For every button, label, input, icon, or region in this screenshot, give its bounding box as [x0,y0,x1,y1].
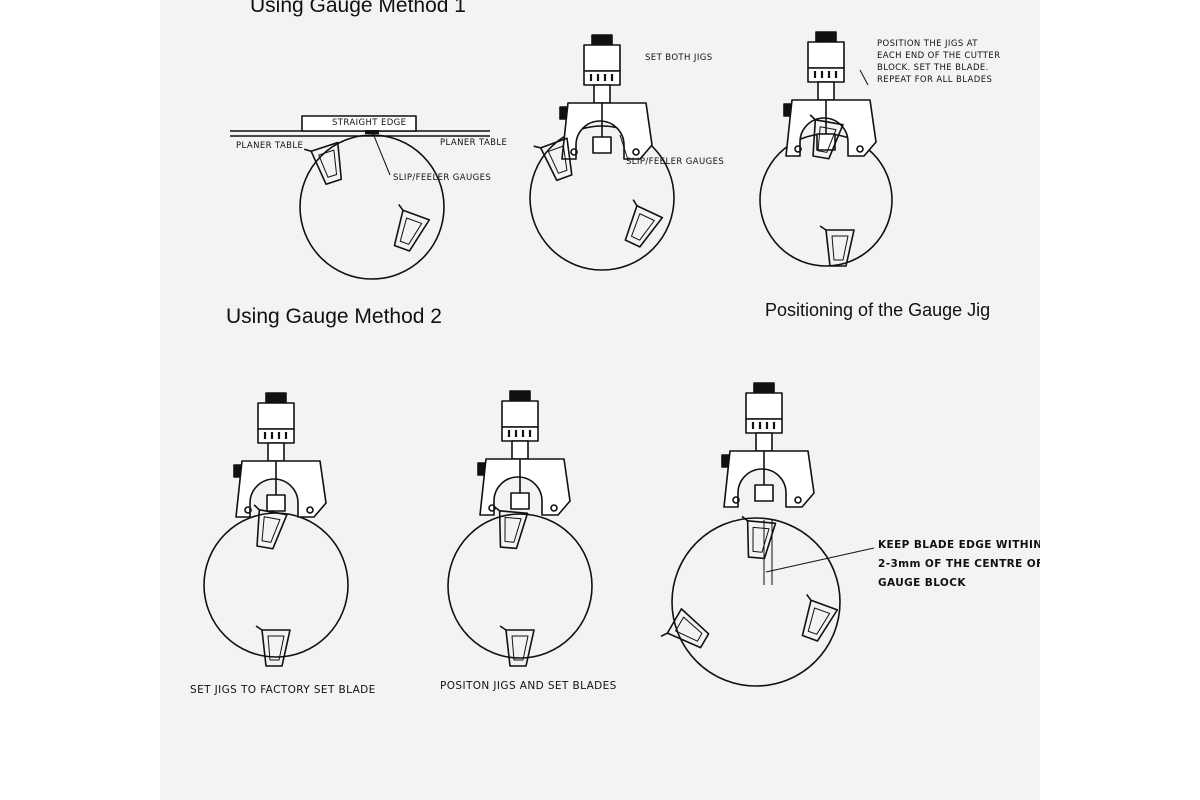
caption-position-set: POSITON JIGS AND SET BLADES [440,680,617,692]
diagram-method1-table [230,115,490,280]
planer-table-right-label: PLANER TABLE [440,138,508,148]
slip-feeler-gauges-label-1: SLIP/FEELER GAUGES [393,173,492,183]
blade-edge-callout: KEEP BLADE EDGE WITHIN 2-3mm OF THE CENT… [878,539,1040,589]
heading-method-1: Using Gauge Method 1 [250,0,466,17]
heading-positioning-gauge-jig: Positioning of the Gauge Jig [765,300,991,320]
slip-feeler-gauges-label-2: SLIP/FEELER GAUGES [626,157,725,167]
position-jigs-instruction: POSITION THE JIGS AT EACH END OF THE CUT… [877,39,1001,85]
diagram-gauge-jig-detail [660,381,875,687]
heading-method-2: Using Gauge Method 2 [226,305,442,328]
diagram-method1-jigs [529,33,675,271]
caption-set-factory: SET JIGS TO FACTORY SET BLADE [190,684,376,696]
planer-table-left-label: PLANER TABLE [236,141,304,151]
diagram-method2-factory [203,391,349,667]
manual-page: Using Gauge Method 1 Using Gauge Method … [160,0,1040,800]
set-both-jigs-label: SET BOTH JIGS [645,53,713,63]
diagram-method2-position [447,389,593,667]
diagram-method1-position [759,30,893,267]
diagrams-drawing [203,30,893,687]
straight-edge-label: STRAIGHT EDGE [332,118,407,128]
